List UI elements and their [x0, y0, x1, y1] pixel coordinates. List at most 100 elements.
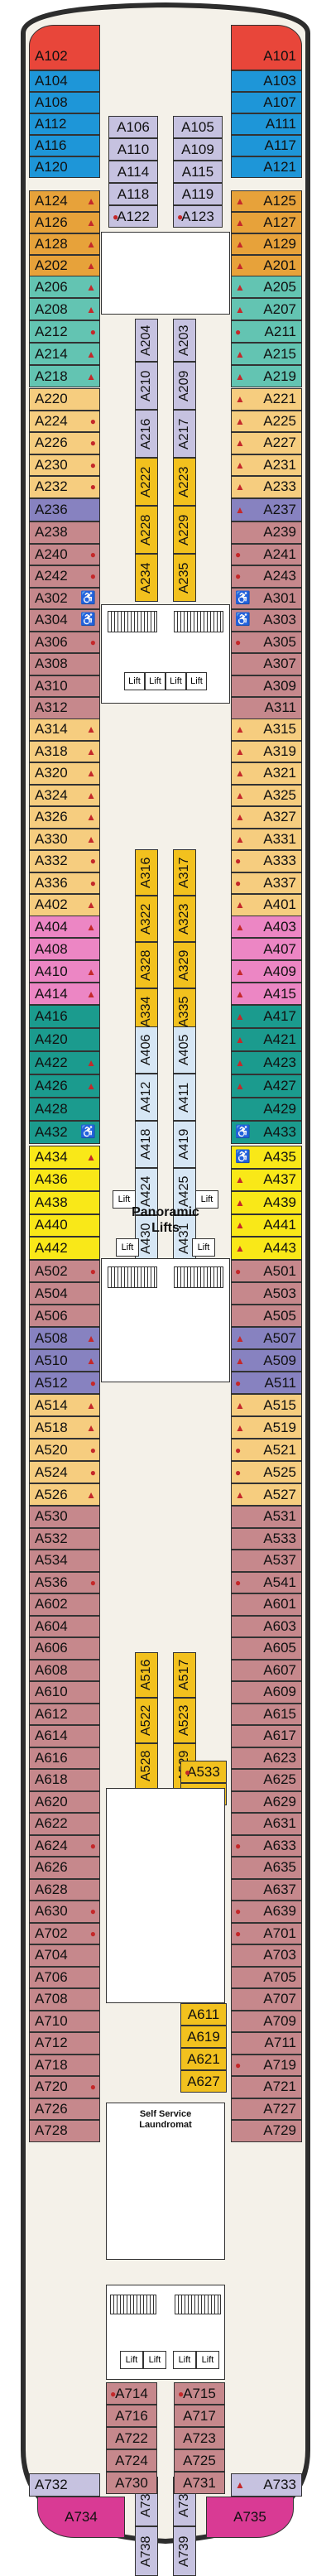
cabin-A541[interactable]: A541● — [231, 1571, 302, 1593]
cabin-A201[interactable]: A201▲ — [231, 255, 302, 276]
cabin-A318[interactable]: A318▲ — [29, 740, 100, 762]
cabin-A312[interactable]: A312 — [29, 697, 100, 719]
cabin-A533[interactable]: A533● — [180, 1761, 227, 1783]
cabin-A618[interactable]: A618 — [29, 1769, 100, 1791]
cabin-A722[interactable]: A722 — [106, 2427, 157, 2449]
cabin-A628[interactable]: A628 — [29, 1878, 100, 1901]
cabin-A531[interactable]: A531 — [231, 1506, 302, 1528]
cabin-A238[interactable]: A238 — [29, 521, 100, 544]
cabin-A315[interactable]: A315▲ — [231, 718, 302, 741]
cabin-A129[interactable]: A129▲ — [231, 233, 302, 255]
cabin-A422[interactable]: A422▲ — [29, 1051, 100, 1074]
cabin-A105[interactable]: A105 — [173, 116, 223, 138]
cabin-A331[interactable]: A331▲ — [231, 828, 302, 850]
cabin-A408[interactable]: A408 — [29, 938, 100, 960]
cabin-A232[interactable]: A232● — [29, 476, 100, 498]
cabin-A107[interactable]: A107 — [231, 92, 302, 113]
cabin-A314[interactable]: A314▲ — [29, 718, 100, 741]
cabin-A626[interactable]: A626 — [29, 1857, 100, 1879]
cabin-A330[interactable]: A330▲ — [29, 828, 100, 850]
cabin-A601[interactable]: A601 — [231, 1593, 302, 1616]
cabin-A436[interactable]: A436 — [29, 1168, 100, 1191]
cabin-A702[interactable]: A702● — [29, 1922, 100, 1944]
cabin-A502[interactable]: A502● — [29, 1260, 100, 1282]
cabin-A726[interactable]: A726 — [29, 2098, 100, 2120]
cabin-A112[interactable]: A112 — [29, 113, 100, 135]
cabin-A109[interactable]: A109 — [173, 138, 223, 161]
cabin-A614[interactable]: A614 — [29, 1725, 100, 1747]
cabin-A214[interactable]: A214▲ — [29, 343, 100, 365]
cabin-A520[interactable]: A520● — [29, 1439, 100, 1461]
cabin-A515[interactable]: A515▲ — [231, 1394, 302, 1416]
cabin-A222[interactable]: A222 — [135, 458, 158, 506]
cabin-A206[interactable]: A206▲ — [29, 276, 100, 298]
cabin-A441[interactable]: A441▲ — [231, 1214, 302, 1237]
cabin-A223[interactable]: A223 — [173, 458, 196, 506]
cabin-A242[interactable]: A242● — [29, 565, 100, 588]
cabin-A123[interactable]: A123● — [173, 205, 223, 228]
cabin-A301[interactable]: A301♿ — [231, 587, 302, 609]
cabin-A442[interactable]: A442 — [29, 1237, 100, 1260]
cabin-A411[interactable]: A411 — [173, 1074, 196, 1121]
cabin-A329[interactable]: A329 — [173, 942, 196, 988]
cabin-A610[interactable]: A610 — [29, 1681, 100, 1704]
cabin-A533[interactable]: A533 — [231, 1527, 302, 1550]
cabin-A427[interactable]: A427▲ — [231, 1074, 302, 1098]
cabin-A617[interactable]: A617 — [231, 1725, 302, 1747]
cabin-A324[interactable]: A324▲ — [29, 784, 100, 806]
cabin-A211[interactable]: A211● — [231, 320, 302, 343]
cabin-A723[interactable]: A723 — [174, 2427, 225, 2449]
cabin-A406[interactable]: A406 — [135, 1026, 158, 1074]
cabin-A303[interactable]: A303♿ — [231, 609, 302, 632]
cabin-A204[interactable]: A204 — [135, 319, 158, 362]
cabin-A731[interactable]: A731 — [174, 2472, 225, 2494]
cabin-A241[interactable]: A241● — [231, 543, 302, 565]
cabin-A228[interactable]: A228 — [135, 506, 158, 554]
cabin-A306[interactable]: A306● — [29, 631, 100, 653]
cabin-A527[interactable]: A527▲ — [231, 1483, 302, 1506]
cabin-A102[interactable]: A102 — [29, 25, 100, 70]
cabin-A719[interactable]: A719● — [231, 2054, 302, 2076]
cabin-A237[interactable]: A237▲ — [231, 498, 302, 521]
cabin-A607[interactable]: A607 — [231, 1659, 302, 1681]
cabin-A227[interactable]: A227▲ — [231, 432, 302, 454]
cabin-A209[interactable]: A209 — [173, 362, 196, 410]
cabin-A505[interactable]: A505 — [231, 1305, 302, 1327]
cabin-A420[interactable]: A420 — [29, 1028, 100, 1051]
cabin-A732[interactable]: A732 — [29, 2473, 100, 2497]
cabin-A620[interactable]: A620 — [29, 1790, 100, 1813]
cabin-A631[interactable]: A631 — [231, 1813, 302, 1835]
cabin-A730[interactable]: A730 — [106, 2472, 157, 2494]
cabin-A608[interactable]: A608 — [29, 1659, 100, 1681]
cabin-A233[interactable]: A233▲ — [231, 476, 302, 498]
cabin-A325[interactable]: A325▲ — [231, 784, 302, 806]
cabin-A302[interactable]: A302♿ — [29, 587, 100, 609]
cabin-A435[interactable]: A435♿ — [231, 1146, 302, 1169]
cabin-A521[interactable]: A521● — [231, 1439, 302, 1461]
cabin-A126[interactable]: A126▲ — [29, 212, 100, 233]
cabin-A235[interactable]: A235 — [173, 554, 196, 602]
cabin-A615[interactable]: A615 — [231, 1703, 302, 1725]
cabin-A725[interactable]: A725 — [174, 2449, 225, 2472]
cabin-A116[interactable]: A116 — [29, 135, 100, 156]
cabin-A106[interactable]: A106 — [108, 116, 158, 138]
cabin-A603[interactable]: A603 — [231, 1615, 302, 1637]
cabin-A728[interactable]: A728 — [29, 2120, 100, 2142]
cabin-A403[interactable]: A403▲ — [231, 916, 302, 938]
cabin-A224[interactable]: A224● — [29, 410, 100, 432]
cabin-A236[interactable]: A236 — [29, 498, 100, 521]
cabin-A230[interactable]: A230● — [29, 454, 100, 476]
cabin-A432[interactable]: A432♿ — [29, 1121, 100, 1144]
cabin-A536[interactable]: A536● — [29, 1571, 100, 1593]
cabin-A234[interactable]: A234 — [135, 554, 158, 602]
cabin-A707[interactable]: A707 — [231, 1988, 302, 2011]
cabin-A724[interactable]: A724 — [106, 2449, 157, 2472]
cabin-A327[interactable]: A327▲ — [231, 806, 302, 829]
cabin-A218[interactable]: A218▲ — [29, 365, 100, 387]
cabin-A703[interactable]: A703 — [231, 1944, 302, 1967]
cabin-A115[interactable]: A115 — [173, 161, 223, 183]
cabin-A114[interactable]: A114 — [108, 161, 158, 183]
cabin-A729[interactable]: A729 — [231, 2120, 302, 2142]
cabin-A714[interactable]: A714● — [106, 2382, 157, 2405]
cabin-A522[interactable]: A522 — [135, 1698, 158, 1743]
